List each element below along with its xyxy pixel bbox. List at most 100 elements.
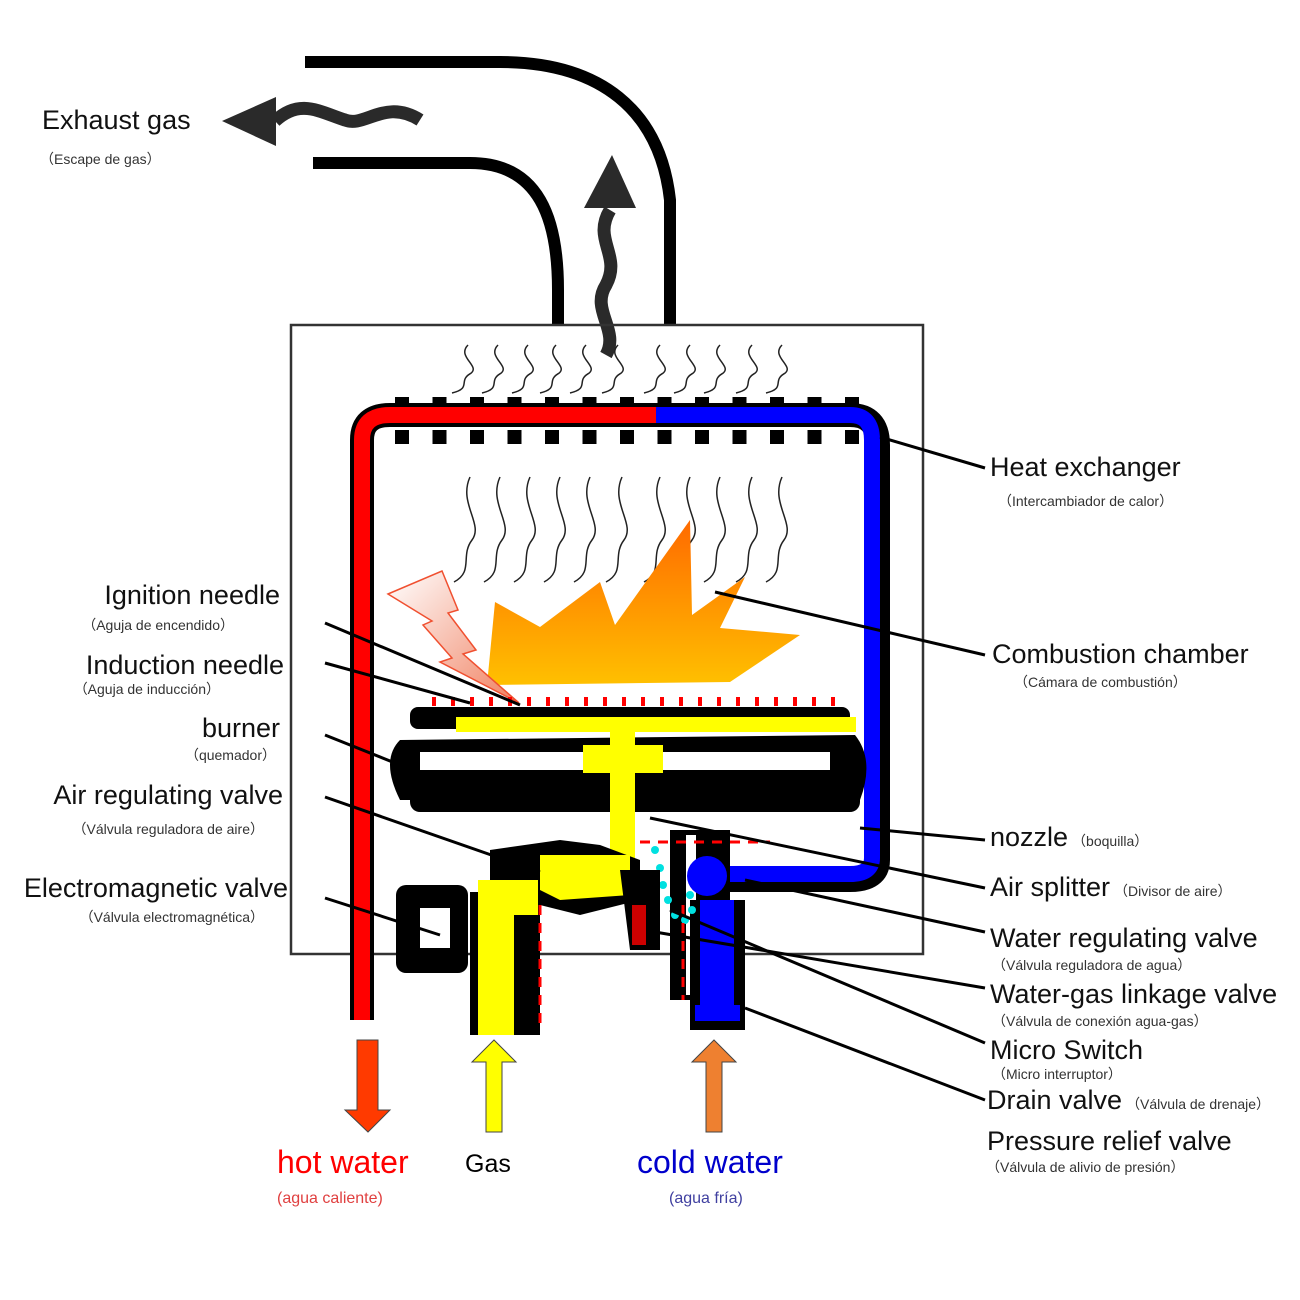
burner-port xyxy=(774,697,778,706)
ignition-spark-icon xyxy=(386,570,520,704)
drain-valve-sublabel: （Válvula de drenaje） xyxy=(1126,1096,1271,1112)
drain-valve-label-text: Drain valve xyxy=(987,1085,1123,1115)
ignition-needle-label: Ignition needle xyxy=(104,580,280,610)
burner-port xyxy=(831,697,835,706)
fin xyxy=(395,430,409,444)
cold-water-arrow-icon xyxy=(690,1039,738,1133)
burner-port xyxy=(641,697,645,706)
pressure-relief-valve-sublabel: （Válvula de alivio de presión） xyxy=(986,1159,1185,1175)
exhaust-gas-sublabel: （Escape de gas） xyxy=(40,151,161,167)
air-splitter-sublabel: （Divisor de aire） xyxy=(1114,883,1232,899)
fin xyxy=(432,430,447,444)
exhaust-gas-label: Exhaust gas xyxy=(42,105,191,135)
heat-wave xyxy=(513,476,536,583)
water-regulating-valve-sublabel: （Válvula reguladora de agua） xyxy=(992,957,1192,973)
burner-sublabel: （quemador） xyxy=(184,747,276,763)
burner-port xyxy=(679,697,683,706)
heat-wave xyxy=(703,344,726,394)
burner-port xyxy=(470,697,474,706)
fin xyxy=(582,430,597,444)
pressure-relief-valve-label: Pressure relief valve xyxy=(987,1126,1232,1156)
leader-lines xyxy=(324,435,986,1102)
water-gas-linkage-valve-sublabel: （Válvula de conexión agua-gas） xyxy=(992,1013,1208,1029)
hot-water-pipe xyxy=(350,403,660,1020)
burner-port xyxy=(451,697,455,706)
burner-port xyxy=(755,697,759,706)
water-flow-dot xyxy=(659,881,667,889)
heat-wave xyxy=(453,476,476,583)
air-regulating-valve-sublabel: （Válvula reguladora de aire） xyxy=(72,821,264,837)
water-flow-dot xyxy=(688,906,696,914)
nozzle-label-text: nozzle xyxy=(990,822,1069,852)
burner-port xyxy=(698,697,702,706)
burner-port xyxy=(527,697,531,706)
water-flow-dot xyxy=(664,896,672,904)
cold-water-label: cold water xyxy=(637,1144,783,1180)
burner-port xyxy=(432,697,436,706)
heat-exchanger-sublabel: （Intercambiador de calor） xyxy=(998,493,1174,509)
fin xyxy=(695,430,709,444)
hot-water-arrow-icon xyxy=(343,1039,392,1133)
fin xyxy=(845,430,859,444)
electromagnetic-valve-sublabel: （Válvula electromagnética） xyxy=(79,909,264,925)
gas-arrow-icon xyxy=(470,1039,518,1133)
induction-needle-sublabel: （Aguja de inducción） xyxy=(73,681,220,697)
exhaust-up-arrow-icon xyxy=(584,155,636,359)
heat-wave xyxy=(735,476,758,583)
fin xyxy=(770,430,784,444)
burner-port xyxy=(603,697,607,706)
burner-port xyxy=(812,697,816,706)
burner-port xyxy=(622,697,626,706)
burner-port xyxy=(565,697,569,706)
hot-water-label: hot water xyxy=(277,1144,409,1180)
fin xyxy=(657,430,672,444)
burner-port xyxy=(736,697,740,706)
heat-waves-lower xyxy=(453,476,788,583)
heat-wave xyxy=(451,344,474,394)
burner-assembly xyxy=(390,697,867,812)
water-regulating-valve-label: Water regulating valve xyxy=(990,923,1258,953)
combustion-chamber-label: Combustion chamber xyxy=(992,639,1249,669)
heat-wave xyxy=(643,344,666,394)
fin xyxy=(732,430,747,444)
nozzle-sublabel: （boquilla） xyxy=(1072,833,1149,849)
drain-valve-label: Drain valve（Válvula de drenaje） xyxy=(987,1085,1270,1119)
burner-port xyxy=(584,697,588,706)
burner-port xyxy=(717,697,721,706)
heat-wave xyxy=(673,344,696,394)
heat-wave xyxy=(569,344,592,394)
nozzle-label: nozzle（boquilla） xyxy=(990,822,1148,856)
heat-waves-upper xyxy=(451,344,788,394)
hot-water-sublabel: (agua caliente) xyxy=(277,1190,383,1207)
fin xyxy=(807,430,822,444)
water-gas-linkage-valve-label: Water-gas linkage valve xyxy=(990,979,1278,1009)
fin xyxy=(470,430,484,444)
combustion-chamber-sublabel: （Cámara de combustión） xyxy=(1014,674,1187,690)
heat-wave xyxy=(573,476,596,583)
air-splitter-label: Air splitter（Divisor de aire） xyxy=(990,872,1232,906)
burner-port xyxy=(546,697,550,706)
heat-wave xyxy=(765,476,788,583)
air-regulating-valve-label: Air regulating valve xyxy=(53,780,283,810)
heat-wave xyxy=(481,344,504,394)
water-flow-dot xyxy=(651,846,659,854)
heat-wave xyxy=(703,476,726,583)
burner-port xyxy=(793,697,797,706)
heat-wave xyxy=(765,344,788,394)
induction-needle-label: Induction needle xyxy=(85,650,284,680)
micro-switch-label: Micro Switch xyxy=(990,1035,1144,1065)
ignition-needle-sublabel: （Aguja de encendido） xyxy=(82,617,234,633)
flame-icon xyxy=(487,520,800,685)
red-trim xyxy=(538,840,770,1025)
heat-wave xyxy=(601,344,624,394)
exhaust-flue xyxy=(305,56,676,326)
exhaust-arrow-icon xyxy=(222,97,424,146)
heat-wave xyxy=(539,344,562,394)
gas-manifold xyxy=(396,732,663,1035)
cold-water-sublabel: (agua fría) xyxy=(669,1190,743,1207)
gas-label: Gas xyxy=(465,1150,511,1178)
burner-port xyxy=(489,697,493,706)
heat-wave xyxy=(511,344,534,394)
electromagnetic-valve-label: Electromagnetic valve xyxy=(23,873,288,903)
